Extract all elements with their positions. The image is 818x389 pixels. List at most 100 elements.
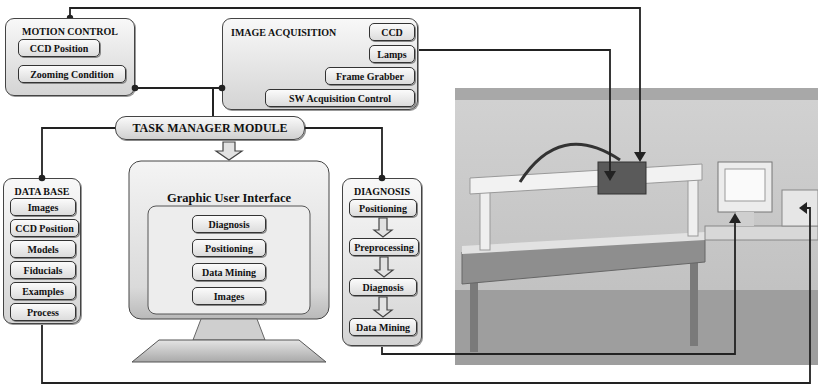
item-box: Preprocessing [349, 238, 419, 256]
item-box: Process [10, 303, 76, 321]
node-label: Examples [22, 286, 64, 297]
item-box: Positioning [192, 239, 266, 257]
item-box: Fiducials [10, 261, 76, 279]
node-label: SW Acquisition Control [289, 93, 391, 104]
item-box: Images [192, 287, 266, 305]
heading-wrap: DIAGNOSIS [343, 184, 421, 197]
gantry-leg [480, 188, 490, 250]
computer-unit [782, 190, 818, 226]
node-label: Diagnosis [362, 282, 403, 293]
node-label: Diagnosis [208, 219, 249, 230]
node-label: Images [214, 291, 245, 302]
item-box: Data Mining [349, 318, 417, 336]
node-label: IMAGE ACQUISITION [231, 27, 336, 38]
junction-dot [132, 85, 139, 92]
monitor-screen [129, 161, 329, 319]
item-box: Frame Grabber [325, 67, 415, 85]
connector [374, 218, 392, 237]
connector [213, 85, 225, 116]
item-box: Images [10, 198, 76, 216]
junction-dot [379, 175, 386, 182]
node-label: Fiducials [24, 265, 63, 276]
node-label: TASK MANAGER MODULE [132, 122, 287, 135]
monitor-node: Graphic User InterfaceDiagnosisPositioni… [128, 160, 330, 365]
item-box: Positioning [349, 199, 417, 217]
hollow-arrow [375, 257, 393, 277]
photo-ground [455, 88, 818, 365]
item-box: Lamps [369, 45, 415, 63]
node-label: Lamps [377, 49, 406, 60]
heading-wrap: MOTION CONTROL [6, 24, 134, 37]
junction-dot [219, 85, 226, 92]
ccd-carriage [598, 162, 646, 194]
leader-line [382, 222, 735, 354]
manager-box: TASK MANAGER MODULE [115, 116, 305, 140]
ceiling-band [455, 88, 818, 100]
desk [705, 226, 818, 240]
module-box: DIAGNOSIS PositioningPreprocessingDiagnos… [342, 178, 422, 346]
connector-line [42, 128, 115, 178]
screen-panel [148, 206, 310, 314]
connector [39, 128, 115, 181]
node-label: Models [27, 244, 58, 255]
node-label: DIAGNOSIS [354, 186, 410, 197]
heading-wrap: Graphic User Interface [128, 190, 330, 205]
junction-dot [39, 175, 46, 182]
leader-arrowhead [729, 213, 741, 223]
heading-wrap: DATA BASE [4, 184, 80, 197]
monitor-stand [736, 212, 754, 226]
connector-line [305, 128, 382, 178]
connector [305, 128, 385, 181]
node-label: CCD Position [30, 43, 89, 54]
item-box: Models [10, 240, 76, 258]
node-label: Zooming Condition [30, 69, 114, 80]
item-box: Data Mining [192, 263, 266, 281]
connector-line [135, 88, 213, 116]
gantry-beam [470, 164, 702, 194]
node-label: Frame Grabber [336, 71, 404, 82]
connector-line [213, 88, 222, 116]
node-label: Images [28, 202, 59, 213]
module-box: DATA BASE ImagesCCD PositionModelsFiducia… [3, 178, 81, 324]
node-label: Data Mining [202, 267, 256, 278]
leader-arrowhead [604, 171, 616, 181]
node-label: Positioning [205, 243, 253, 254]
table-leg [470, 280, 478, 352]
item-box: Diagnosis [349, 278, 417, 296]
connector [374, 297, 392, 317]
monitor-neck [193, 319, 265, 340]
node-label: MOTION CONTROL [22, 26, 118, 37]
item-box: CCD Position [10, 219, 79, 237]
leader-line [418, 50, 610, 172]
gantry-leg [688, 176, 698, 236]
pc-monitor [718, 162, 772, 212]
item-box: Diagnosis [192, 215, 266, 233]
node-label: CCD Position [15, 223, 74, 234]
hollow-arrow [374, 297, 392, 317]
item-box: CCD [369, 23, 415, 41]
table-leg [690, 262, 698, 346]
node-label: Graphic User Interface [167, 191, 291, 205]
connector [216, 142, 242, 160]
heading-wrap: IMAGE ACQUISITION [231, 25, 336, 38]
hollow-arrow [374, 218, 392, 237]
node-label: Data Mining [356, 322, 410, 333]
item-box: Examples [10, 282, 76, 300]
hollow-arrow [216, 142, 242, 160]
monitor-screen [725, 169, 765, 201]
node-label: Preprocessing [354, 242, 414, 253]
node-label: DATA BASE [15, 186, 70, 197]
node-label: Positioning [359, 203, 407, 214]
node-label: CCD [381, 27, 403, 38]
leader-arrowhead [799, 202, 807, 214]
connector [132, 85, 213, 116]
module-box: IMAGE ACQUISITION CCD LampsFrame GrabberSW… [222, 18, 418, 110]
node-label: Process [27, 307, 59, 318]
item-box: Zooming Condition [18, 65, 126, 83]
connector [375, 257, 393, 277]
monitor-base [132, 340, 326, 362]
leader-arrowhead [634, 152, 646, 162]
leader-line [70, 8, 640, 153]
cable [520, 144, 620, 182]
item-box: CCD Position [18, 39, 100, 57]
